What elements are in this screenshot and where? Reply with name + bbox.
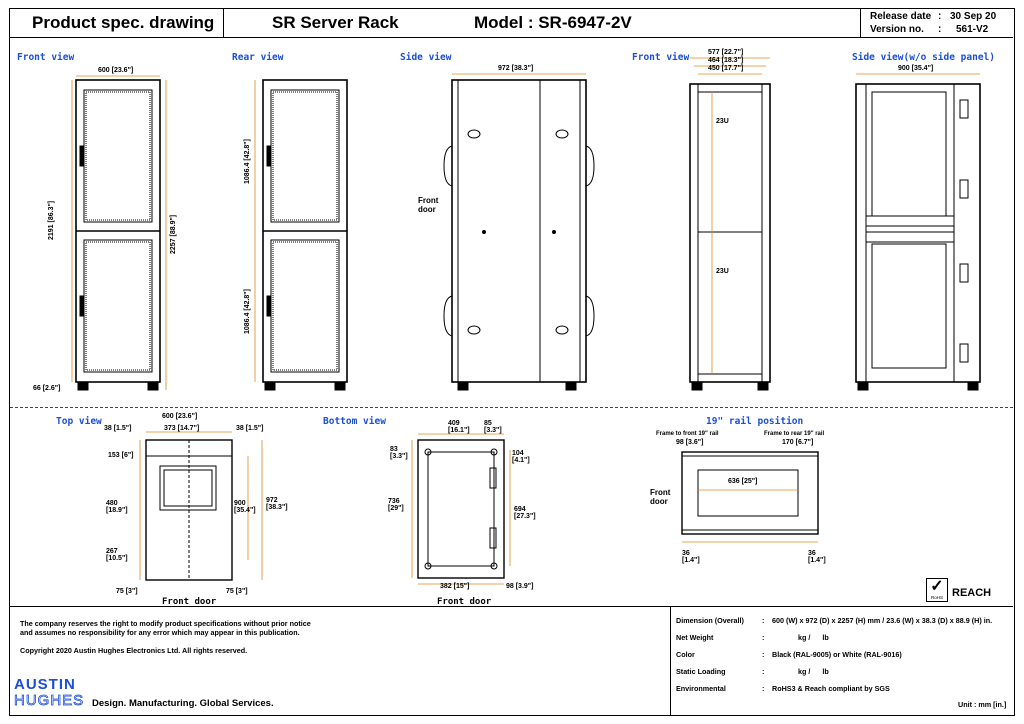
footer-separator	[670, 606, 671, 716]
logo-hughes: HUGHES	[14, 692, 85, 710]
rohs-check-icon: ✓ RoHS	[926, 578, 948, 602]
rohs-label: RoHS	[930, 595, 943, 600]
disclaimer-line-2: and assumes no responsibility for any er…	[20, 628, 300, 637]
dim-top-900: 900 [35.4"]	[234, 500, 256, 514]
dim-front-height-left: 2191 [86.3"]	[48, 200, 55, 240]
spec-static-value: kg / lb	[798, 667, 829, 676]
front-view-rails-drawing	[689, 83, 771, 391]
drawing-sheet: Product spec. drawing SR Server Rack Mod…	[9, 8, 1015, 716]
dim-front2-464: 464 [18.3"]	[708, 57, 744, 64]
spec-color-value: Black (RAL-9005) or White (RAL-9016)	[772, 650, 902, 659]
dim-front-height-right: 2257 [88.9"]	[170, 214, 177, 254]
spec-env-label: Environmental	[676, 684, 726, 693]
side-front-door: Front door	[418, 196, 439, 214]
spec-weight-label: Net Weight	[676, 633, 714, 642]
tagline: Design. Manufacturing. Global Services.	[92, 698, 274, 709]
label-front-view: Front view	[17, 52, 75, 63]
dim-top-38-right: 38 [1.5"]	[236, 425, 264, 432]
rail-front-label: Frame to front 19" rail	[656, 431, 719, 437]
bottom-view-drawing	[417, 439, 505, 579]
disclaimer-line-1: The company reserves the right to modify…	[20, 619, 311, 628]
doc-type: Product spec. drawing	[10, 9, 224, 37]
rail-36-right: 36 [1.4"]	[808, 550, 826, 564]
dim-front2-577: 577 [22.7"]	[708, 49, 744, 56]
dim-top-972: 972 [38.3"]	[266, 497, 288, 511]
label-23u-top: 23U	[716, 118, 729, 125]
bottom-front-door: Front door	[437, 597, 492, 607]
dim-top-153: 153 [6"]	[108, 452, 134, 459]
dim-bottom-736: 736 [29"]	[388, 498, 404, 512]
dim-top-267: 267 [10.5"]	[106, 548, 128, 562]
rail-position-drawing	[681, 451, 819, 535]
dim-bottom-83: 83 [3.3"]	[390, 446, 408, 460]
label-rear-view: Rear view	[232, 52, 284, 63]
spec-static-label: Static Loading	[676, 667, 726, 676]
dim-front-width: 600 [23.6"]	[98, 67, 134, 74]
logo-austin: AUSTIN	[14, 676, 76, 693]
unit-label: Unit : mm [in.]	[958, 700, 1007, 709]
dim-bottom-104: 104 [4.1"]	[512, 450, 530, 464]
rail-rear-value: 170 [6.7"]	[782, 439, 814, 446]
reach-label: REACH	[952, 587, 992, 599]
section-divider	[10, 407, 1013, 408]
product-name: SR Server Rack	[272, 13, 399, 32]
rail-36-left: 36 [1.4"]	[682, 550, 700, 564]
label-bottom-view: Bottom view	[323, 416, 386, 427]
dim-top-75-right: 75 [3"]	[226, 588, 248, 595]
spec-env-value: RoHS3 & Reach compliant by SGS	[772, 684, 890, 693]
rear-view-drawing	[262, 79, 348, 391]
rail-636: 636 [25"]	[728, 478, 758, 485]
side-view-no-panel-drawing	[855, 83, 981, 391]
title-area: SR Server Rack Model : SR-6947-2V	[224, 9, 861, 37]
rail-rear-label: Frame to rear 19" rail	[764, 431, 825, 437]
rail-front-door: Front door	[650, 488, 671, 506]
dim-bottom-98: 98 [3.9"]	[506, 583, 534, 590]
version-label: Version no.	[870, 24, 924, 35]
label-side-view-no-panel: Side view(w/o side panel)	[852, 52, 995, 63]
rail-front-value: 98 [3.6"]	[676, 439, 704, 446]
dim-top-38-left: 38 [1.5"]	[104, 425, 132, 432]
top-view-drawing	[145, 439, 233, 581]
version-value: 561-V2	[956, 24, 989, 35]
release-date-value: 30 Sep 20	[950, 11, 997, 22]
dim-rear-lower: 1086.4 [42.8"]	[244, 289, 251, 334]
release-date-label: Release date	[870, 11, 932, 22]
spec-dimension-label: Dimension (Overall)	[676, 616, 744, 625]
spec-dimension-value: 600 (W) x 972 (D) x 2257 (H) mm / 23.6 (…	[772, 616, 993, 625]
dimension-lines	[71, 57, 980, 585]
footer-divider	[10, 606, 1013, 607]
title-block: Product spec. drawing SR Server Rack Mod…	[10, 9, 1013, 38]
spec-weight-value: kg / lb	[798, 633, 829, 642]
spec-color-label: Color	[676, 650, 695, 659]
copyright: Copyright 2020 Austin Hughes Electronics…	[20, 646, 248, 655]
dim-front2-450: 450 [17.7"]	[708, 65, 744, 72]
front-view-drawing	[75, 79, 161, 391]
dim-top-373: 373 [14.7"]	[164, 425, 200, 432]
label-front-view-2: Front view	[632, 52, 690, 63]
dim-bottom-409: 409 [16.1"]	[448, 420, 470, 434]
model-number: Model : SR-6947-2V	[474, 13, 632, 32]
label-23u-bottom: 23U	[716, 268, 729, 275]
dim-top-600: 600 [23.6"]	[162, 413, 198, 420]
dim-side-depth: 972 [38.3"]	[498, 65, 534, 72]
side-view-drawing	[443, 79, 595, 391]
dim-side-900: 900 [35.4"]	[898, 65, 934, 72]
dim-bottom-382: 382 [15"]	[440, 583, 470, 590]
label-top-view: Top view	[56, 416, 102, 427]
dim-top-480: 480 [18.9"]	[106, 500, 128, 514]
label-rail-position: 19" rail position	[706, 416, 804, 427]
dim-bottom-694: 694 [27.3"]	[514, 506, 536, 520]
top-front-door: Front door	[162, 597, 217, 607]
dim-bottom-85: 85 [3.3"]	[484, 420, 502, 434]
label-side-view: Side view	[400, 52, 452, 63]
dim-top-75-left: 75 [3"]	[116, 588, 138, 595]
dim-rear-upper: 1086.4 [42.8"]	[244, 139, 251, 184]
dim-front-caster: 66 [2.6"]	[33, 385, 61, 392]
